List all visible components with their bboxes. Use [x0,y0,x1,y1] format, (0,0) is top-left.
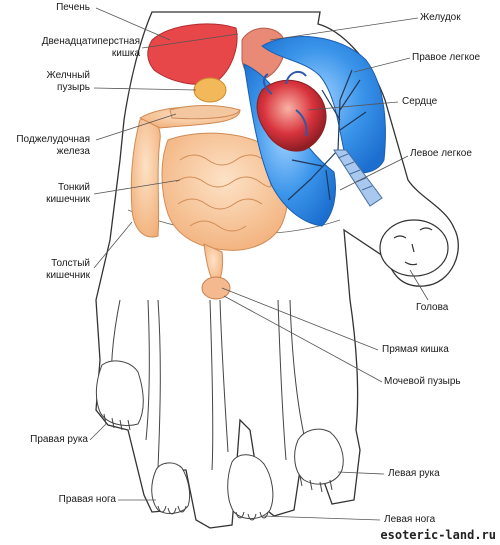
label-head: Голова [416,302,449,313]
small-intestine [161,132,289,251]
gallbladder [193,77,227,103]
right-foot-figure [151,462,191,514]
watermark: esoteric-land.ru [380,528,496,542]
label-right-lung: Правое легкое [412,52,481,63]
right-hand-fingers [103,413,131,431]
heart [256,79,327,152]
leader-left-lung [339,155,409,191]
label-small-intestine-line2: кишечник [46,194,90,205]
label-bladder: Мочевой пузырь [384,376,461,387]
label-right-arm: Правая рука [30,434,88,445]
label-gallbladder: Желчный пузырь [47,70,90,94]
right-foot-toes [157,505,187,515]
left-hand-figure [294,428,344,485]
right-lung [261,36,386,174]
leader-left-leg [261,515,381,521]
leader-small-intestine [93,179,181,195]
leader-head [409,269,429,301]
finger-line-3 [209,299,214,471]
leader-large-intestine [93,221,133,269]
label-left-arm: Левая рука [388,468,440,479]
label-left-lung: Левое легкое [410,148,472,159]
leader-rectum [221,287,379,351]
left-foot-toes [235,511,269,521]
label-gallbladder-line1: Желчный [46,70,90,81]
right-hand-figure [95,360,144,426]
label-stomach: Желудок [420,12,461,23]
finger-line-2 [157,299,161,469]
label-small-intestine-line1: Тонкий [58,182,90,193]
label-large-intestine: Толстый кишечник [46,258,90,282]
label-pancreas-line1: Поджелудочная [16,134,90,145]
finger-line-1 [145,299,150,441]
label-pancreas-line2: железа [56,146,90,157]
small-intestine-coils [175,154,272,232]
label-gallbladder-line2: пузырь [57,82,90,93]
label-pancreas: Поджелудочная железа [16,134,90,158]
large-intestine [130,118,161,238]
head-figure [379,219,449,277]
leader-liver [95,7,171,41]
trachea [333,149,383,207]
leader-lines [89,7,429,521]
label-large-intestine-line1: Толстый [51,258,90,269]
trachea-rings [337,153,373,191]
leader-right-arm [89,423,107,441]
bronchi [287,69,367,201]
leader-bladder [223,295,383,383]
heart-vessels [262,70,308,137]
leader-stomach [269,17,419,41]
leader-duodenum [141,33,239,49]
label-duodenum-line2: кишка [111,48,140,59]
label-large-intestine-line2: кишечник [46,270,90,281]
leader-pancreas [95,113,177,141]
leader-heart [307,101,399,111]
left-hand-fingers [299,475,333,493]
label-left-leg: Левая нога [384,514,436,525]
finger-line-6 [289,299,307,445]
label-liver: Печень [56,2,90,13]
pancreas [169,105,241,120]
finger-line-4 [219,299,229,453]
leader-right-lung [353,57,411,73]
label-rectum: Прямая кишка [382,344,449,355]
leader-gallbladder [93,87,197,91]
left-foot-figure [227,454,274,519]
leader-left-arm [337,471,385,475]
bladder [201,276,231,300]
head-face [393,227,433,266]
label-heart: Сердце [402,96,438,107]
finger-line-5 [277,299,287,461]
label-duodenum-line1: Двенадцатиперстная [41,36,140,47]
label-right-leg: Правая нога [58,494,116,505]
label-small-intestine: Тонкий кишечник [46,182,90,206]
label-duodenum: Двенадцатиперстная кишка [42,36,140,60]
